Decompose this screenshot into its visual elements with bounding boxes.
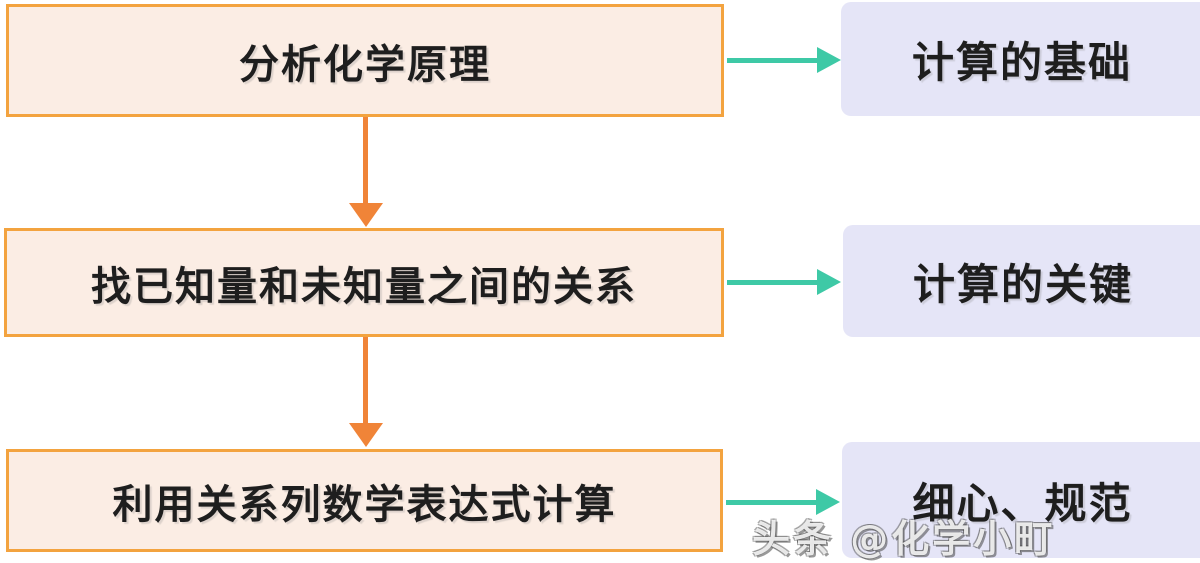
arrowhead-down-icon	[349, 423, 383, 447]
arrowhead-right-icon	[817, 269, 841, 295]
result-box-basis: 计算的基础	[841, 2, 1200, 116]
arrowhead-right-icon	[817, 47, 841, 73]
arrowhead-right-icon	[816, 489, 840, 515]
flow-arrow-line-2	[363, 337, 368, 424]
result-box-careful-standard: 细心、规范	[842, 442, 1200, 558]
watermark-text: 头条 @化学小町	[752, 517, 1056, 561]
result-label: 计算的关键	[912, 259, 1133, 309]
flow-arrow-line-1	[363, 117, 368, 204]
step-box-find-relationship: 找已知量和未知量之间的关系	[4, 228, 724, 337]
step-label: 找已知量和未知量之间的关系	[91, 263, 637, 310]
step-label: 分析化学原理	[239, 41, 491, 88]
result-label: 计算的基础	[911, 37, 1132, 87]
arrowhead-down-icon	[349, 203, 383, 227]
link-arrow-line-1	[727, 58, 819, 63]
link-arrow-line-3	[726, 500, 818, 505]
result-box-key: 计算的关键	[843, 225, 1200, 337]
step-box-calculate-expression: 利用关系列数学表达式计算	[6, 449, 723, 552]
step-box-analyze-principle: 分析化学原理	[6, 4, 724, 117]
link-arrow-line-2	[727, 280, 819, 285]
step-label: 利用关系列数学表达式计算	[112, 481, 617, 528]
result-label: 细心、规范	[912, 478, 1133, 528]
